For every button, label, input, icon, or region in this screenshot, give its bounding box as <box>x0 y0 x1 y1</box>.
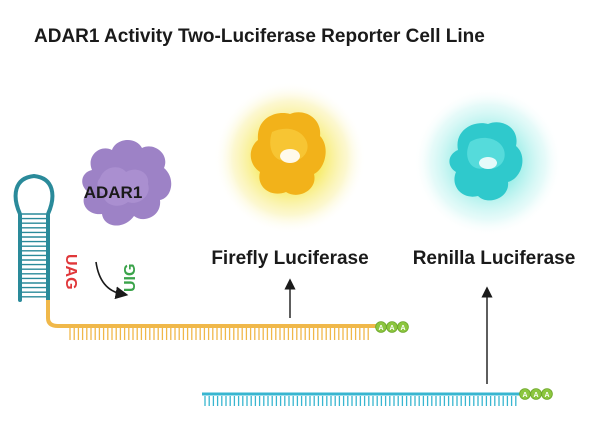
poly-a-letter: A <box>389 325 394 332</box>
diagram-title: ADAR1 Activity Two-Luciferase Reporter C… <box>34 26 485 47</box>
poly-a-letter: A <box>400 325 405 332</box>
edit-arrow-icon <box>95 261 129 300</box>
firefly-luciferase-protein-icon <box>214 82 366 234</box>
poly-a-letter: A <box>522 392 527 399</box>
firefly-luciferase-label: Firefly Luciferase <box>211 248 368 269</box>
hairpin-rna-icon <box>13 173 378 328</box>
adar1-label: ADAR1 <box>84 183 143 202</box>
poly-a-letter: A <box>378 325 383 332</box>
firefly-mrna-strand <box>69 328 369 340</box>
renilla-mrna-strand <box>204 396 517 406</box>
uag-codon-label: UAG <box>62 254 79 290</box>
adar1-protein-icon <box>82 139 172 226</box>
poly-a-letter: A <box>544 392 549 399</box>
poly-a-letter: A <box>533 392 538 399</box>
uig-codon-label: UIG <box>122 264 139 292</box>
renilla-luciferase-protein-icon <box>414 88 562 236</box>
renilla-luciferase-label: Renilla Luciferase <box>413 248 576 269</box>
